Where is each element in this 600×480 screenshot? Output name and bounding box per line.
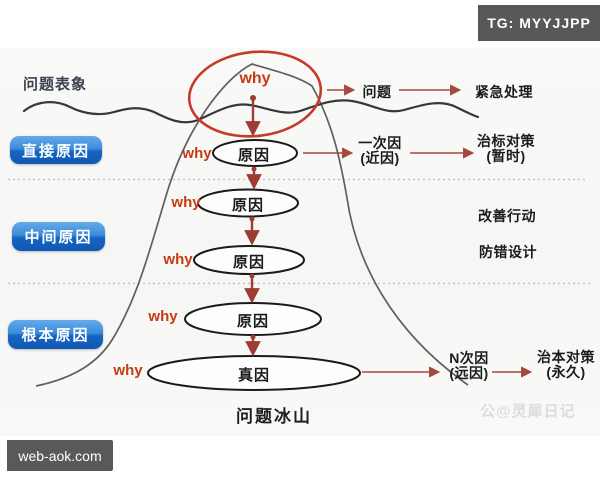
cause-node-4-label: 原因 bbox=[236, 313, 269, 330]
site-badge: web-aok.com bbox=[7, 440, 113, 471]
label-box-direct-cause: 直接原因 bbox=[10, 136, 102, 164]
cause-node-1-label: 原因 bbox=[237, 147, 270, 164]
label-box-intermediate-cause-text: 中间原因 bbox=[24, 229, 93, 246]
label-box-intermediate-cause: 中间原因 bbox=[12, 222, 105, 251]
cause-ellipse-1 bbox=[212, 139, 298, 167]
annotation-nth-cause-line2: (远因) bbox=[449, 365, 489, 381]
label-box-root-cause: 根本原因 bbox=[8, 320, 103, 349]
annotation-fundamental-line2: (永久) bbox=[546, 364, 586, 380]
annotation-nth-cause-line1: N次因 bbox=[449, 350, 489, 366]
annotation-error-proof-design: 防错设计 bbox=[479, 244, 537, 260]
annotation-symptomatic-line1: 治标对策 bbox=[477, 133, 535, 149]
annotation-first-cause-line1: 一次因 bbox=[358, 135, 402, 151]
label-box-direct-cause-text: 直接原因 bbox=[21, 142, 90, 160]
label-box-root-cause-text: 根本原因 bbox=[21, 327, 90, 344]
why-label-5: why bbox=[113, 362, 143, 379]
annotation-arrows bbox=[303, 84, 533, 378]
annotation-symptomatic-line2: (暂时) bbox=[486, 148, 526, 164]
watermark: 公@灵犀日记 bbox=[480, 403, 576, 420]
why-label-top: why bbox=[239, 70, 271, 87]
annotation-emergency-handling: 紧急处理 bbox=[475, 84, 533, 100]
why-label-4: why bbox=[148, 308, 178, 325]
cause-node-3-label: 原因 bbox=[232, 254, 265, 271]
tg-badge-text: TG: MYYJJPP bbox=[487, 15, 591, 31]
site-badge-text: web-aok.com bbox=[18, 447, 102, 464]
why-label-3: why bbox=[163, 251, 193, 268]
cause-node-2-label: 原因 bbox=[231, 197, 264, 214]
diagram-title: 问题冰山 bbox=[236, 407, 312, 426]
annotation-improvement-action: 改善行动 bbox=[478, 208, 536, 224]
annotation-symptomatic-countermeasure: 治标对策 (暂时) bbox=[464, 134, 548, 164]
annotation-first-cause-line2: (近因) bbox=[360, 150, 400, 166]
why-label-1: why bbox=[182, 145, 212, 162]
why-chain-connectors bbox=[244, 95, 262, 357]
annotation-fundamental-line1: 治本对策 bbox=[537, 349, 595, 365]
cause-ellipse-3 bbox=[193, 245, 305, 275]
true-cause-label: 真因 bbox=[237, 367, 270, 384]
surface-label: 问题表象 bbox=[23, 76, 88, 93]
red-highlight-circle bbox=[187, 50, 323, 138]
annotation-nth-cause: N次因 (远因) bbox=[432, 351, 506, 381]
tg-badge: TG: MYYJJPP bbox=[478, 5, 600, 41]
annotation-problem: 问题 bbox=[362, 84, 392, 100]
water-line bbox=[22, 99, 480, 124]
why-label-2: why bbox=[171, 194, 201, 211]
annotation-first-cause: 一次因 (近因) bbox=[343, 136, 417, 166]
iceberg-outline bbox=[35, 63, 469, 387]
annotation-fundamental-countermeasure: 治本对策 (永久) bbox=[524, 350, 600, 380]
